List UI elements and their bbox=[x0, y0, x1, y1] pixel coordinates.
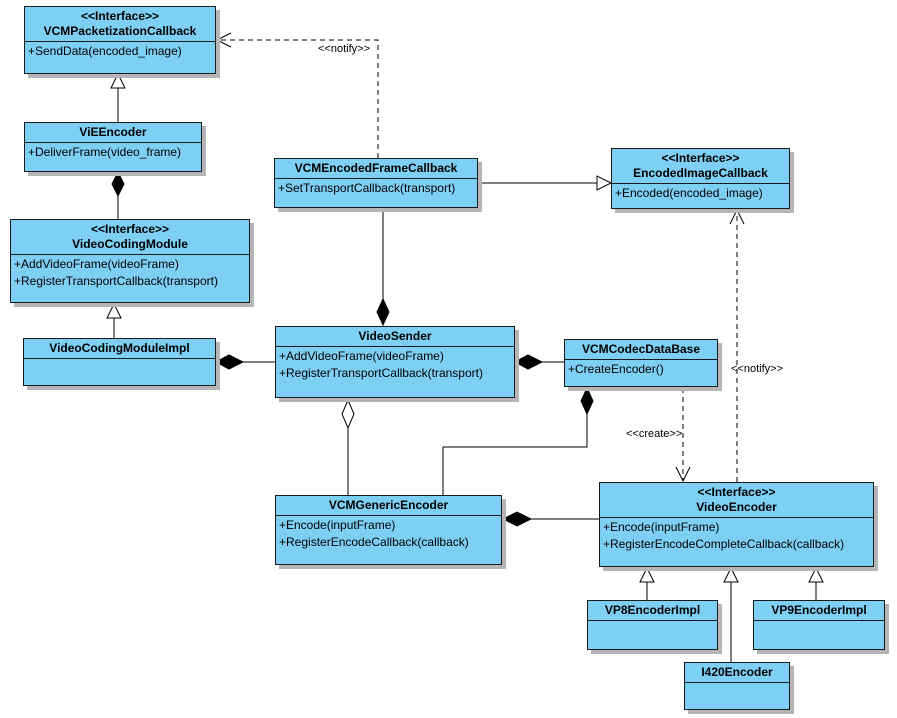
operation: +AddVideoFrame(videoFrame) bbox=[14, 257, 179, 271]
operation: +RegisterEncodeCompleteCallback(callback… bbox=[603, 537, 845, 551]
generalization-vcmimpl bbox=[106, 302, 122, 338]
class-name: VCMPacketizationCallback bbox=[43, 24, 197, 38]
notify-label-right: <<notify>> bbox=[731, 363, 783, 375]
notify-label-top: <<notify>> bbox=[318, 43, 370, 55]
class-video-encoder[interactable]: <<Interface>> VideoEncoder +Encode(input… bbox=[599, 482, 874, 567]
class-header: VCMGenericEncoder bbox=[276, 496, 501, 516]
class-vp8-encoder-impl[interactable]: VP8EncoderImpl bbox=[587, 600, 718, 650]
operation: +Encode(inputFrame) bbox=[603, 520, 720, 534]
operation: +SetTransportCallback(transport) bbox=[278, 181, 456, 195]
empty-compartment bbox=[685, 683, 789, 707]
class-name: VideoCodingModule bbox=[72, 237, 188, 251]
operation: +Encode(inputFrame) bbox=[279, 518, 396, 532]
operations-compartment: +SetTransportCallback(transport) bbox=[275, 179, 477, 199]
class-header: VCMCodecDataBase bbox=[565, 340, 717, 360]
realization-encodedframecallback bbox=[478, 175, 613, 191]
class-vcm-packetization-callback[interactable]: <<Interface>> VCMPacketizationCallback +… bbox=[24, 6, 216, 74]
generalization-vp8 bbox=[639, 566, 655, 600]
class-name: EncodedImageCallback bbox=[633, 166, 768, 180]
class-vcm-codec-data-base[interactable]: VCMCodecDataBase +CreateEncoder() bbox=[564, 339, 718, 387]
composition-vcmimpl-videosender bbox=[214, 354, 275, 370]
operations-compartment: +AddVideoFrame(videoFrame) +RegisterTran… bbox=[276, 347, 514, 384]
class-video-sender[interactable]: VideoSender +AddVideoFrame(videoFrame) +… bbox=[275, 326, 515, 398]
operations-compartment: +Encode(inputFrame) +RegisterEncodeCompl… bbox=[600, 518, 873, 555]
class-name: VideoEncoder bbox=[696, 500, 777, 514]
empty-compartment bbox=[24, 359, 215, 383]
class-header: <<Interface>> EncodedImageCallback bbox=[612, 149, 789, 184]
class-header: I420Encoder bbox=[685, 663, 789, 683]
generalization-vp9 bbox=[808, 566, 824, 600]
operation: +Encoded(encoded_image) bbox=[615, 186, 763, 200]
generalization-i420 bbox=[723, 566, 739, 662]
class-header: VCMEncodedFrameCallback bbox=[275, 159, 477, 179]
operations-compartment: +Encoded(encoded_image) bbox=[612, 184, 789, 204]
class-name: I420Encoder bbox=[701, 665, 773, 679]
class-name: ViEEncoder bbox=[79, 125, 147, 139]
class-name: VCMEncodedFrameCallback bbox=[294, 161, 458, 175]
operation: +DeliverFrame(video_frame) bbox=[28, 145, 182, 159]
class-header: <<Interface>> VideoEncoder bbox=[600, 483, 873, 518]
class-name: VCMCodecDataBase bbox=[581, 342, 701, 356]
class-name: VP8EncoderImpl bbox=[604, 603, 701, 617]
empty-compartment bbox=[754, 621, 884, 645]
operations-compartment: +Encode(inputFrame) +RegisterEncodeCallb… bbox=[276, 516, 501, 553]
operation: +AddVideoFrame(videoFrame) bbox=[279, 349, 444, 363]
class-header: VP9EncoderImpl bbox=[754, 601, 884, 621]
notify-dependency-right bbox=[729, 208, 745, 482]
create-label: <<create>> bbox=[626, 428, 683, 440]
class-vcm-generic-encoder[interactable]: VCMGenericEncoder +Encode(inputFrame) +R… bbox=[275, 495, 502, 565]
class-vcm-encoded-frame-callback[interactable]: VCMEncodedFrameCallback +SetTransportCal… bbox=[274, 158, 478, 208]
composition-codecdb-genericencoder bbox=[442, 386, 594, 495]
class-name: VCMGenericEncoder bbox=[328, 498, 449, 512]
class-video-coding-module-impl[interactable]: VideoCodingModuleImpl bbox=[23, 338, 216, 386]
class-name: VP9EncoderImpl bbox=[771, 603, 867, 617]
operation: +RegisterTransportCallback(transport) bbox=[279, 366, 483, 380]
class-video-coding-module[interactable]: <<Interface>> VideoCodingModule +AddVide… bbox=[10, 219, 250, 303]
composition-videosender-framecallback bbox=[376, 208, 390, 327]
class-name: VideoSender bbox=[358, 329, 432, 343]
composition-genericencoder-videoencoder bbox=[501, 511, 600, 527]
class-header: VP8EncoderImpl bbox=[588, 601, 717, 621]
class-name: VideoCodingModuleImpl bbox=[49, 341, 190, 355]
stereotype-label: <<Interface>> bbox=[697, 485, 776, 499]
class-header: ViEEncoder bbox=[25, 123, 201, 143]
generalization-vieencoder bbox=[110, 72, 126, 122]
stereotype-label: <<Interface>> bbox=[80, 9, 160, 23]
class-header: VideoSender bbox=[276, 327, 514, 347]
composition-vieencoder-vcm bbox=[111, 170, 125, 219]
class-i420-encoder[interactable]: I420Encoder bbox=[684, 662, 790, 710]
class-vp9-encoder-impl[interactable]: VP9EncoderImpl bbox=[753, 600, 885, 650]
aggregation-videosender-genericencoder bbox=[341, 398, 355, 495]
stereotype-label: <<Interface>> bbox=[90, 222, 170, 236]
operation: +CreateEncoder() bbox=[568, 362, 664, 376]
operations-compartment: +SendData(encoded_image) bbox=[25, 42, 215, 62]
operation: +RegisterTransportCallback(transport) bbox=[14, 274, 218, 288]
operation: +RegisterEncodeCallback(callback) bbox=[279, 535, 469, 549]
notify-dependency-top bbox=[215, 32, 379, 158]
class-header: VideoCodingModuleImpl bbox=[24, 339, 215, 359]
operation: +SendData(encoded_image) bbox=[28, 44, 182, 58]
class-header: <<Interface>> VideoCodingModule bbox=[11, 220, 249, 255]
stereotype-label: <<Interface>> bbox=[661, 151, 740, 165]
create-dependency bbox=[675, 388, 691, 483]
composition-videosender-codecdb bbox=[513, 354, 565, 370]
operations-compartment: +DeliverFrame(video_frame) bbox=[25, 143, 201, 163]
operations-compartment: +CreateEncoder() bbox=[565, 360, 717, 380]
class-vie-encoder[interactable]: ViEEncoder +DeliverFrame(video_frame) bbox=[24, 122, 202, 172]
empty-compartment bbox=[588, 621, 717, 645]
operations-compartment: +AddVideoFrame(videoFrame) +RegisterTran… bbox=[11, 255, 249, 292]
class-encoded-image-callback[interactable]: <<Interface>> EncodedImageCallback +Enco… bbox=[611, 148, 790, 209]
class-header: <<Interface>> VCMPacketizationCallback bbox=[25, 7, 215, 42]
